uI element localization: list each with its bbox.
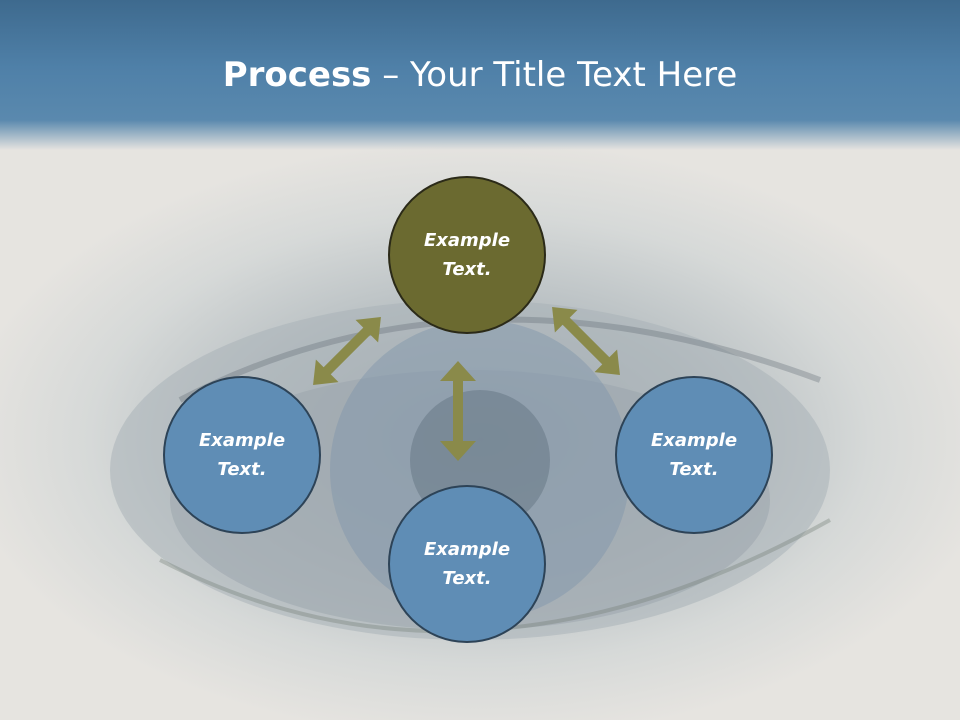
node-right-text: Example Text.	[650, 430, 738, 480]
slide-title: Process – Your Title Text Here	[0, 50, 960, 100]
arrow-top-left	[313, 317, 381, 385]
node-right: Example Text.	[615, 376, 773, 534]
title-bold: Process	[222, 55, 372, 95]
node-bottom: Example Text.	[388, 485, 546, 643]
arrow-top-right	[552, 307, 620, 375]
node-top: Example Text.	[388, 176, 546, 334]
node-left: Example Text.	[163, 376, 321, 534]
title-rest: – Your Title Text Here	[371, 55, 738, 95]
arrows	[313, 307, 620, 461]
arrow-vertical	[440, 361, 476, 461]
node-top-text: Example Text.	[423, 230, 511, 280]
node-bottom-text: Example Text.	[423, 539, 511, 589]
node-left-text: Example Text.	[198, 430, 286, 480]
title-bar	[0, 0, 960, 150]
